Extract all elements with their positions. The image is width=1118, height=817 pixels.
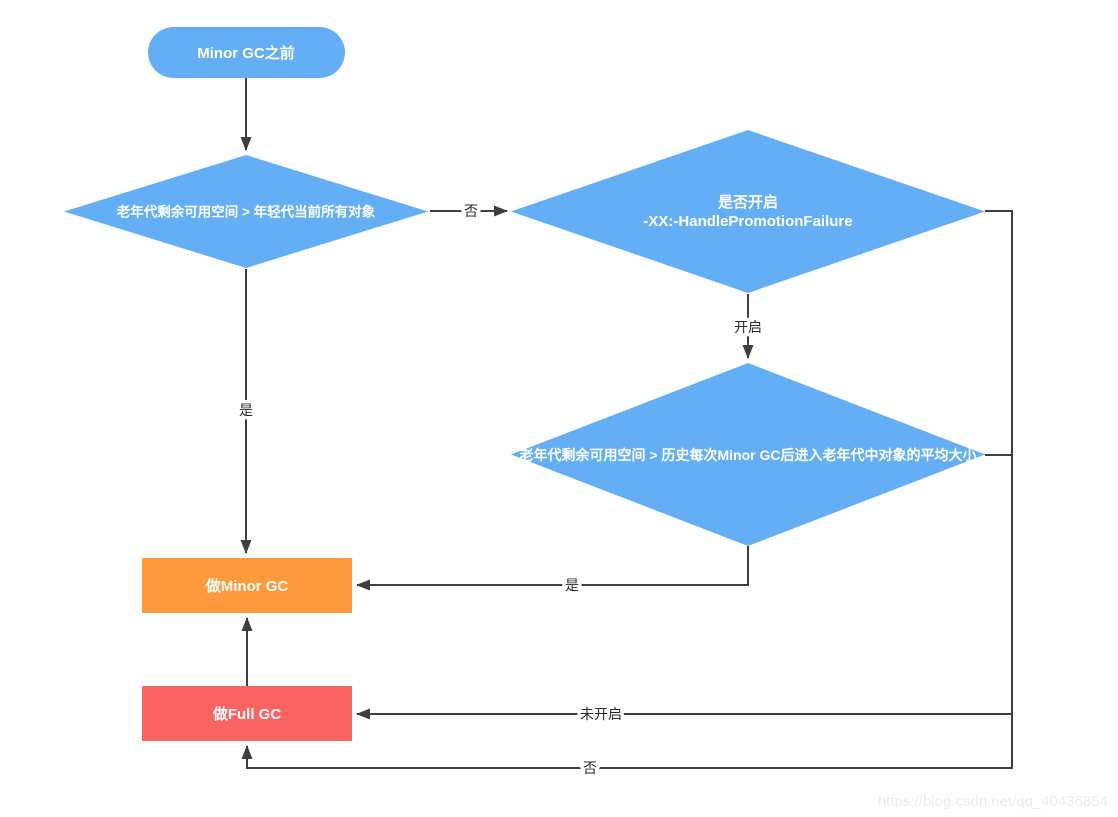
start-label: Minor GC之前 (197, 44, 295, 62)
full-gc-label: 做Full GC (212, 705, 281, 723)
edge-label-no-1: 否 (464, 203, 478, 219)
node-group: Minor GC之前 老年代剩余可用空间 > 年轻代当前所有对象 是否开启 -X… (64, 27, 985, 741)
edge-group (240, 78, 1013, 769)
edge-label-yes-2: 是 (565, 577, 579, 593)
start-pill-shape (148, 27, 345, 78)
decision3-label: 老年代剩余可用空间 > 历史每次Minor GC后进入老年代中对象的平均大小 (520, 447, 977, 463)
edge-decision3-yes (356, 546, 749, 591)
watermark-text: https://blog.csdn.net/qq_40436854 (878, 793, 1108, 810)
edge-label-group: 否 是 开启 是 未开启 否 (236, 200, 766, 780)
decision2-diamond-shape (511, 130, 985, 293)
minor-gc-rect-shape (142, 558, 352, 613)
node-decision-avg-promoted-size: 老年代剩余可用空间 > 历史每次Minor GC后进入老年代中对象的平均大小 (511, 363, 985, 546)
edge-label-no-2: 否 (583, 760, 597, 776)
edge-label-not-enabled: 未开启 (580, 706, 622, 722)
edge-decision3-no (241, 454, 1013, 769)
decision2-label-line2: -XX:-HandlePromotionFailure (643, 213, 852, 230)
node-do-minor-gc: 做Minor GC (142, 558, 352, 613)
node-start: Minor GC之前 (148, 27, 345, 78)
minor-gc-label: 做Minor GC (205, 577, 289, 595)
node-decision-handle-promotion: 是否开启 -XX:-HandlePromotionFailure (511, 130, 985, 293)
decision1-label: 老年代剩余可用空间 > 年轻代当前所有对象 (117, 204, 376, 220)
edge-label-yes-1: 是 (239, 402, 253, 418)
full-gc-rect-shape (142, 686, 352, 741)
edge-label-enabled: 开启 (734, 319, 762, 335)
node-decision-old-vs-young: 老年代剩余可用空间 > 年轻代当前所有对象 (64, 155, 428, 268)
decision1-diamond-shape (64, 155, 428, 268)
decision3-diamond-shape (511, 363, 985, 546)
decision2-label-line1: 是否开启 (717, 193, 778, 211)
node-do-full-gc: 做Full GC (142, 686, 352, 741)
